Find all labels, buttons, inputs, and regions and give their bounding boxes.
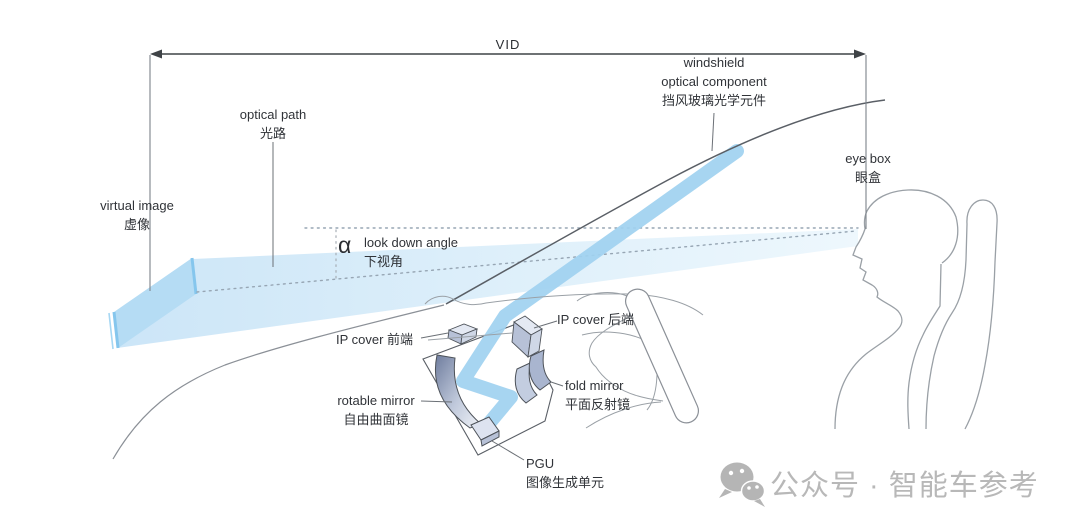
- ip-cover-front-shape: [447, 323, 479, 345]
- fold-mirror-label-en: fold mirror: [565, 378, 624, 393]
- rotable-mirror-label-cn: 自由曲面镜: [343, 411, 409, 427]
- virtual-image-label-cn: 虚像: [123, 216, 151, 232]
- pointer-rotable-mirror: [420, 400, 453, 403]
- ip-cover-rear-label: IP cover 后端: [557, 312, 635, 327]
- watermark-text: 公众号 · 智能车参考: [770, 470, 1039, 502]
- pgu-shape: [470, 416, 500, 447]
- pgu-label-en: PGU: [526, 456, 555, 471]
- look-down-angle-label: look down angle 下视角: [364, 234, 458, 272]
- driver-silhouette: [834, 189, 959, 430]
- windshield-outline: [445, 99, 886, 305]
- optical-path-label: optical path 光路: [240, 106, 307, 144]
- eye-box-label: eye box 眼盒: [845, 150, 891, 188]
- virtual-image-plane: [108, 257, 198, 350]
- light-beam: [456, 144, 744, 434]
- fold-mirror-shape: [514, 349, 552, 404]
- dash-top-outline: [424, 293, 704, 316]
- vid-arrow-left: [150, 49, 162, 59]
- pgu-label: PGU 图像生成单元: [526, 455, 604, 493]
- rotable-mirror-label: rotable mirror 自由曲面镜: [337, 392, 414, 430]
- windshield-label-en2: optical component: [661, 73, 767, 89]
- hood-outline: [112, 304, 445, 460]
- label-pointers: [272, 112, 715, 461]
- windshield-label-en1: windshield: [683, 55, 745, 70]
- fold-mirror-label-cn: 平面反射镜: [565, 396, 631, 412]
- pointer-fold-mirror: [550, 381, 564, 387]
- dash-front-line: [427, 332, 513, 341]
- ip-cover-rear-shape: [511, 315, 543, 358]
- windshield-label-cn: 挡风玻璃光学元件: [661, 92, 767, 108]
- fold-mirror-label: fold mirror 平面反射镜: [565, 377, 630, 415]
- optical-path-label-en: optical path: [239, 107, 307, 122]
- virtual-image-label: virtual image 虚像: [100, 197, 174, 235]
- pointer-ip-cover-front: [420, 332, 449, 339]
- dotted-lookdown-sightline: [196, 230, 857, 293]
- console-outline: [585, 401, 662, 429]
- wechat-icon: [719, 462, 766, 507]
- vid-arrow-right: [854, 49, 866, 59]
- eye-box-label-en: eye box: [845, 151, 891, 166]
- ip-cover-front-label: IP cover 前端: [336, 332, 414, 347]
- pointer-ip-cover-rear: [533, 320, 558, 329]
- view-frustum: [117, 229, 858, 348]
- look-down-angle-label-cn: 下视角: [364, 253, 404, 269]
- alpha-symbol: α: [338, 232, 352, 258]
- virtual-image-label-en: virtual image: [100, 198, 174, 213]
- seat-outline: [925, 199, 998, 430]
- pointer-pgu: [491, 440, 525, 461]
- pgu-label-cn: 图像生成单元: [526, 474, 605, 490]
- vid-dimension-line: [149, 49, 867, 291]
- pointer-windshield: [711, 112, 715, 152]
- windshield-label: windshield optical component 挡风玻璃光学元件: [661, 54, 767, 111]
- eye-box-label-cn: 眼盒: [854, 169, 882, 185]
- steering-wheel-outline: [624, 288, 700, 424]
- rotable-mirror-label-en: rotable mirror: [337, 393, 415, 408]
- vid-label: VID: [495, 37, 521, 52]
- optical-path-label-cn: 光路: [259, 125, 286, 141]
- look-down-angle-label-en: look down angle: [364, 235, 458, 250]
